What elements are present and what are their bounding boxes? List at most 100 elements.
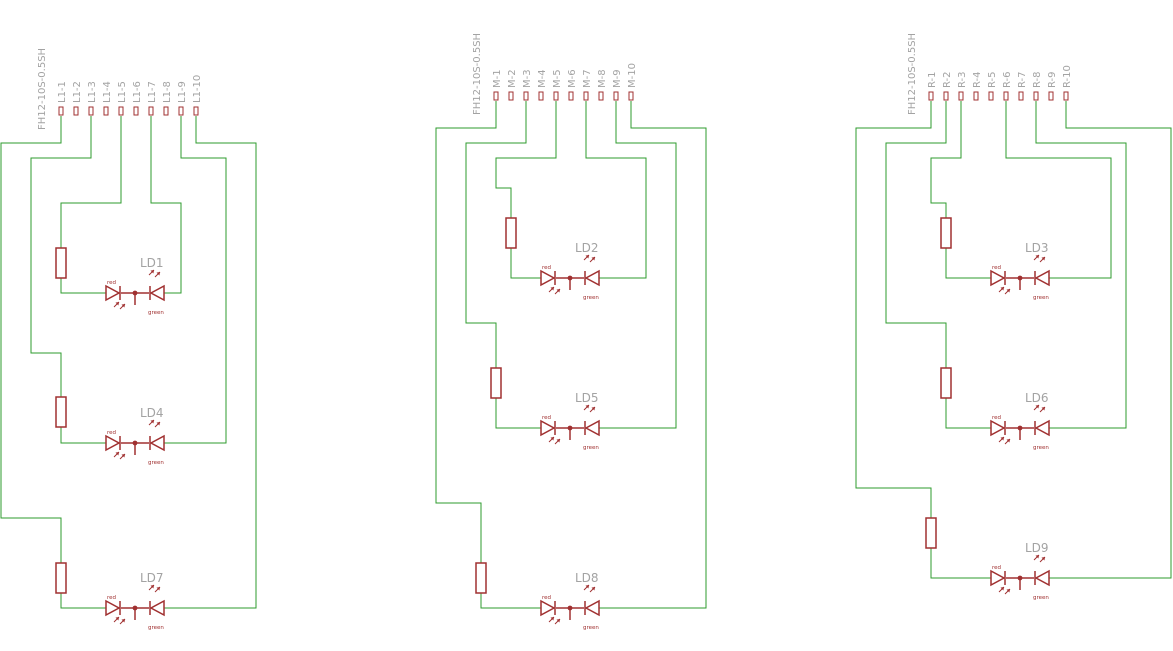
pin-label: M-4 xyxy=(537,69,548,88)
junction-dot xyxy=(132,290,138,296)
emission-arrow-icon xyxy=(1039,406,1046,413)
pin-pad xyxy=(178,106,184,116)
diode-green xyxy=(584,419,600,437)
led-color-label: red xyxy=(542,595,551,601)
emission-arrow-icon xyxy=(589,406,596,413)
emission-arrow-icon xyxy=(1033,254,1040,261)
pin-label: R-10 xyxy=(1062,65,1073,88)
wires xyxy=(0,101,1172,609)
emission-arrow-icon xyxy=(113,301,120,308)
junction-dot xyxy=(132,605,138,611)
emission-arrow-icon xyxy=(554,438,561,445)
pin-label: M-3 xyxy=(522,69,533,88)
diode-green xyxy=(584,269,600,287)
pin-label: M-6 xyxy=(567,69,578,88)
pin-label: R-3 xyxy=(957,71,968,88)
wire xyxy=(1049,101,1172,579)
pin-label: M-10 xyxy=(627,63,638,88)
diode-red xyxy=(990,269,1006,287)
resistors xyxy=(55,217,952,594)
emission-arrow-icon xyxy=(1039,256,1046,263)
resistor xyxy=(55,247,67,279)
pin-label: R-1 xyxy=(927,71,938,88)
resistor xyxy=(925,517,937,549)
led-color-label: red xyxy=(107,430,116,436)
emission-arrow-icon xyxy=(119,303,126,310)
wire xyxy=(0,116,62,563)
emission-arrow-icon xyxy=(589,256,596,263)
diode-green xyxy=(1034,269,1050,287)
pin-label: L1-3 xyxy=(87,81,98,103)
wire xyxy=(885,101,947,368)
pin-pad xyxy=(1003,91,1009,101)
diode-red xyxy=(105,434,121,452)
emission-arrow-icon xyxy=(589,586,596,593)
wire xyxy=(1005,101,1112,279)
pin-label: L1-7 xyxy=(147,81,158,103)
led-color-label: red xyxy=(107,280,116,286)
led-color-label: red xyxy=(992,265,1001,271)
led-color-label: green xyxy=(148,310,164,316)
emission-arrow-icon xyxy=(154,421,161,428)
pin-label: R-6 xyxy=(1002,71,1013,88)
pin-pad xyxy=(568,91,574,101)
led-name: LD7 xyxy=(140,571,164,585)
pin-label: L1-9 xyxy=(177,81,188,103)
led-color-label: red xyxy=(992,565,1001,571)
led-color-label: green xyxy=(583,445,599,451)
diode-red xyxy=(540,269,556,287)
pin-label: R-5 xyxy=(987,71,998,88)
led-color-label: green xyxy=(1033,445,1049,451)
pin-label: R-8 xyxy=(1032,71,1043,88)
pin-pad xyxy=(523,91,529,101)
emission-arrow-icon xyxy=(119,453,126,460)
leds: LD1redgreenLD2redgreenLD3redgreenLD4redg… xyxy=(105,241,1050,631)
pin-pad xyxy=(88,106,94,116)
wire xyxy=(150,116,182,294)
emission-arrow-icon xyxy=(1004,588,1011,595)
wire xyxy=(599,101,677,429)
wire xyxy=(480,593,541,609)
pin-pad xyxy=(163,106,169,116)
connector-name: FH12-10S-0.5SH xyxy=(472,33,483,115)
wire xyxy=(930,548,991,579)
resistor xyxy=(505,217,517,249)
diode-red xyxy=(105,284,121,302)
pin-pad xyxy=(928,91,934,101)
emission-arrow-icon xyxy=(1039,556,1046,563)
emission-arrow-icon xyxy=(554,288,561,295)
pin-pad xyxy=(133,106,139,116)
emission-arrow-icon xyxy=(583,584,590,591)
pin-label: L1-4 xyxy=(102,81,113,103)
wire xyxy=(945,248,991,279)
diode-red xyxy=(540,599,556,617)
wire xyxy=(164,116,257,609)
pin-label: R-7 xyxy=(1017,71,1028,88)
pin-pad xyxy=(973,91,979,101)
emission-arrow-icon xyxy=(548,436,555,443)
diode-green xyxy=(149,599,165,617)
pin-pad xyxy=(1063,91,1069,101)
pin-label: L1-8 xyxy=(162,81,173,103)
pin-pad xyxy=(583,91,589,101)
junction-dot xyxy=(567,605,573,611)
wire xyxy=(495,101,557,218)
wire xyxy=(60,427,106,444)
diode-red xyxy=(990,419,1006,437)
wire xyxy=(930,101,962,218)
led-color-label: red xyxy=(992,415,1001,421)
wire xyxy=(585,101,647,279)
emission-arrow-icon xyxy=(548,286,555,293)
diode-green xyxy=(1034,419,1050,437)
junction-dot xyxy=(567,425,573,431)
wire xyxy=(60,116,122,248)
led-name: LD9 xyxy=(1025,541,1049,555)
